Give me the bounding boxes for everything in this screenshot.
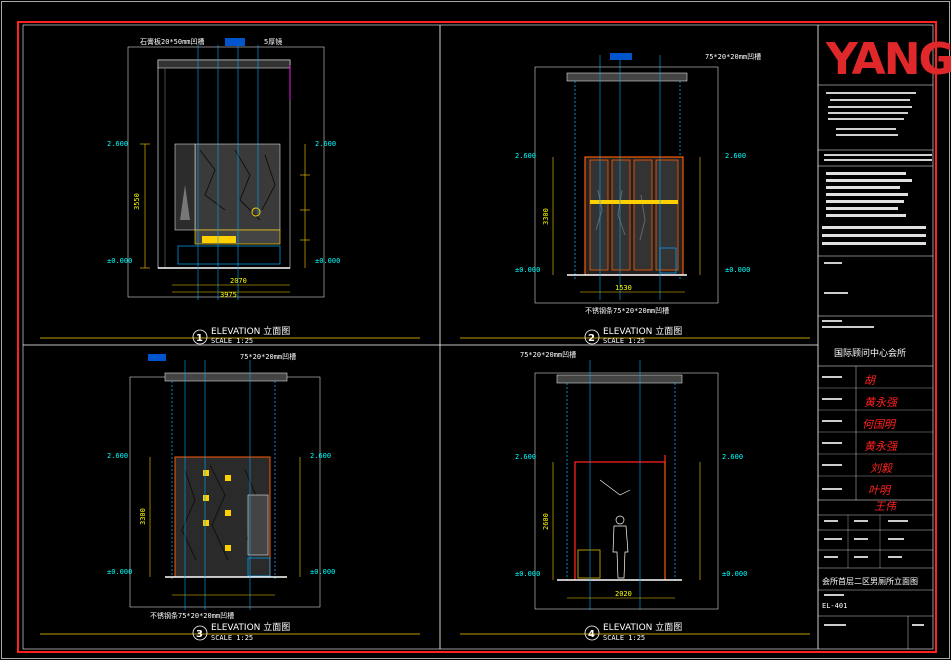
- company-logo: YANG: [825, 34, 951, 85]
- view-scale-3: SCALE 1:25: [211, 634, 253, 642]
- level-floor-v2-left: ±0.000: [515, 266, 540, 274]
- view-title-text-1: ELEVATION 立面图: [211, 325, 290, 337]
- view-scale-4: SCALE 1:25: [603, 634, 645, 642]
- title-block: YANG: [818, 34, 951, 649]
- note-v4-top: 75*20*20mm凹槽: [520, 350, 576, 359]
- level-floor-v2-right: ±0.000: [725, 266, 750, 274]
- dim-bottom-v1: 2070: [230, 277, 247, 285]
- view-num-1: 1: [196, 333, 203, 344]
- level-floor-v1-left: ±0.000: [107, 257, 132, 265]
- project-name: 国际顾问中心会所: [834, 347, 906, 359]
- level-floor-v4-right: ±0.000: [722, 570, 747, 578]
- level-floor-v1-right: ±0.000: [315, 257, 340, 265]
- view-title-text-4: ELEVATION 立面图: [603, 621, 682, 633]
- note-v3-bottom: 不锈钢条75*20*20mm凹槽: [150, 611, 234, 620]
- view-title-1: 1 ELEVATION 立面图 SCALE 1:25: [40, 325, 420, 345]
- level-ceiling-v3-right: 2.600: [310, 452, 331, 460]
- level-floor-v4-left: ±0.000: [515, 570, 540, 578]
- elevation-view-1: 3550 2.600 ±0.000 2.600 ±0.000 2070 3975…: [107, 37, 340, 300]
- level-ceiling-v4-left: 2.600: [515, 453, 536, 461]
- note-v1-top-right: 5厚镜: [264, 37, 282, 46]
- note-v1-top-left: 石膏板20*50mm凹槽: [140, 37, 205, 46]
- dim-left-3: 3300: [139, 508, 147, 525]
- view-title-4: 4 ELEVATION 立面图 SCALE 1:25: [460, 621, 810, 642]
- level-ceiling-v2-right: 2.600: [725, 152, 746, 160]
- level-ceiling-v1-right: 2.600: [315, 140, 336, 148]
- view-scale-2: SCALE 1:25: [603, 337, 645, 345]
- signature-1: 胡: [864, 374, 877, 387]
- signature-3: 何国明: [862, 418, 897, 431]
- note-v3-top: 75*20*20mm凹槽: [240, 352, 296, 361]
- dim-left-1: 3550: [133, 193, 141, 210]
- dim-bottom-v4: 2020: [615, 590, 632, 598]
- level-ceiling-v4-right: 2.600: [722, 453, 743, 461]
- signature-2: 黄永强: [864, 396, 898, 409]
- view-num-4: 4: [588, 629, 595, 640]
- dim-total-v1: 3975: [220, 291, 237, 299]
- signature-7: 王伟: [874, 500, 898, 513]
- view-title-text-3: ELEVATION 立面图: [211, 621, 290, 633]
- dim-left-4: 2600: [542, 513, 550, 530]
- person-figure: [612, 515, 629, 579]
- level-ceiling-v2-left: 2.600: [515, 152, 536, 160]
- signature-4: 黄永强: [864, 440, 898, 453]
- signature-5: 刘毅: [870, 462, 893, 475]
- level-floor-v3-left: ±0.000: [107, 568, 132, 576]
- elevation-view-4: 2600 2.600 ±0.000 2.600 ±0.000 2020 75*2…: [515, 350, 747, 610]
- signature-6: 叶明: [868, 484, 892, 497]
- view-num-2: 2: [588, 333, 595, 344]
- view-title-text-2: ELEVATION 立面图: [603, 325, 682, 337]
- view-title-3: 3 ELEVATION 立面图 SCALE 1:25: [40, 621, 420, 642]
- view-scale-1: SCALE 1:25: [211, 337, 253, 345]
- signature-area: 胡 黄永强 何国明 黄永强 刘毅 叶明 王伟: [818, 366, 933, 513]
- note-v2-bottom: 不锈钢条75*20*20mm凹槽: [585, 306, 669, 315]
- note-v2-top: 75*20*20mm凹槽: [705, 52, 761, 61]
- elevation-view-2: 3300 2.600 ±0.000 2.600 ±0.000 1530 不锈钢条…: [515, 52, 761, 315]
- view-title-2: 2 ELEVATION 立面图 SCALE 1:25: [460, 325, 810, 345]
- level-ceiling-v1-left: 2.600: [107, 140, 128, 148]
- level-floor-v3-right: ±0.000: [310, 568, 335, 576]
- dim-left-2: 3300: [542, 208, 550, 225]
- view-num-3: 3: [196, 629, 203, 640]
- dim-bottom-v2: 1530: [615, 284, 632, 292]
- drawing-number: EL-401: [822, 602, 847, 610]
- level-ceiling-v3-left: 2.600: [107, 452, 128, 460]
- drawing-title: 会所首层二区男厕所立面图: [822, 576, 918, 586]
- sheet-frame: [17, 21, 937, 653]
- elevation-view-3: 3300 2.600 ±0.000 2.600 ±0.000 不锈钢条75*20…: [107, 352, 335, 620]
